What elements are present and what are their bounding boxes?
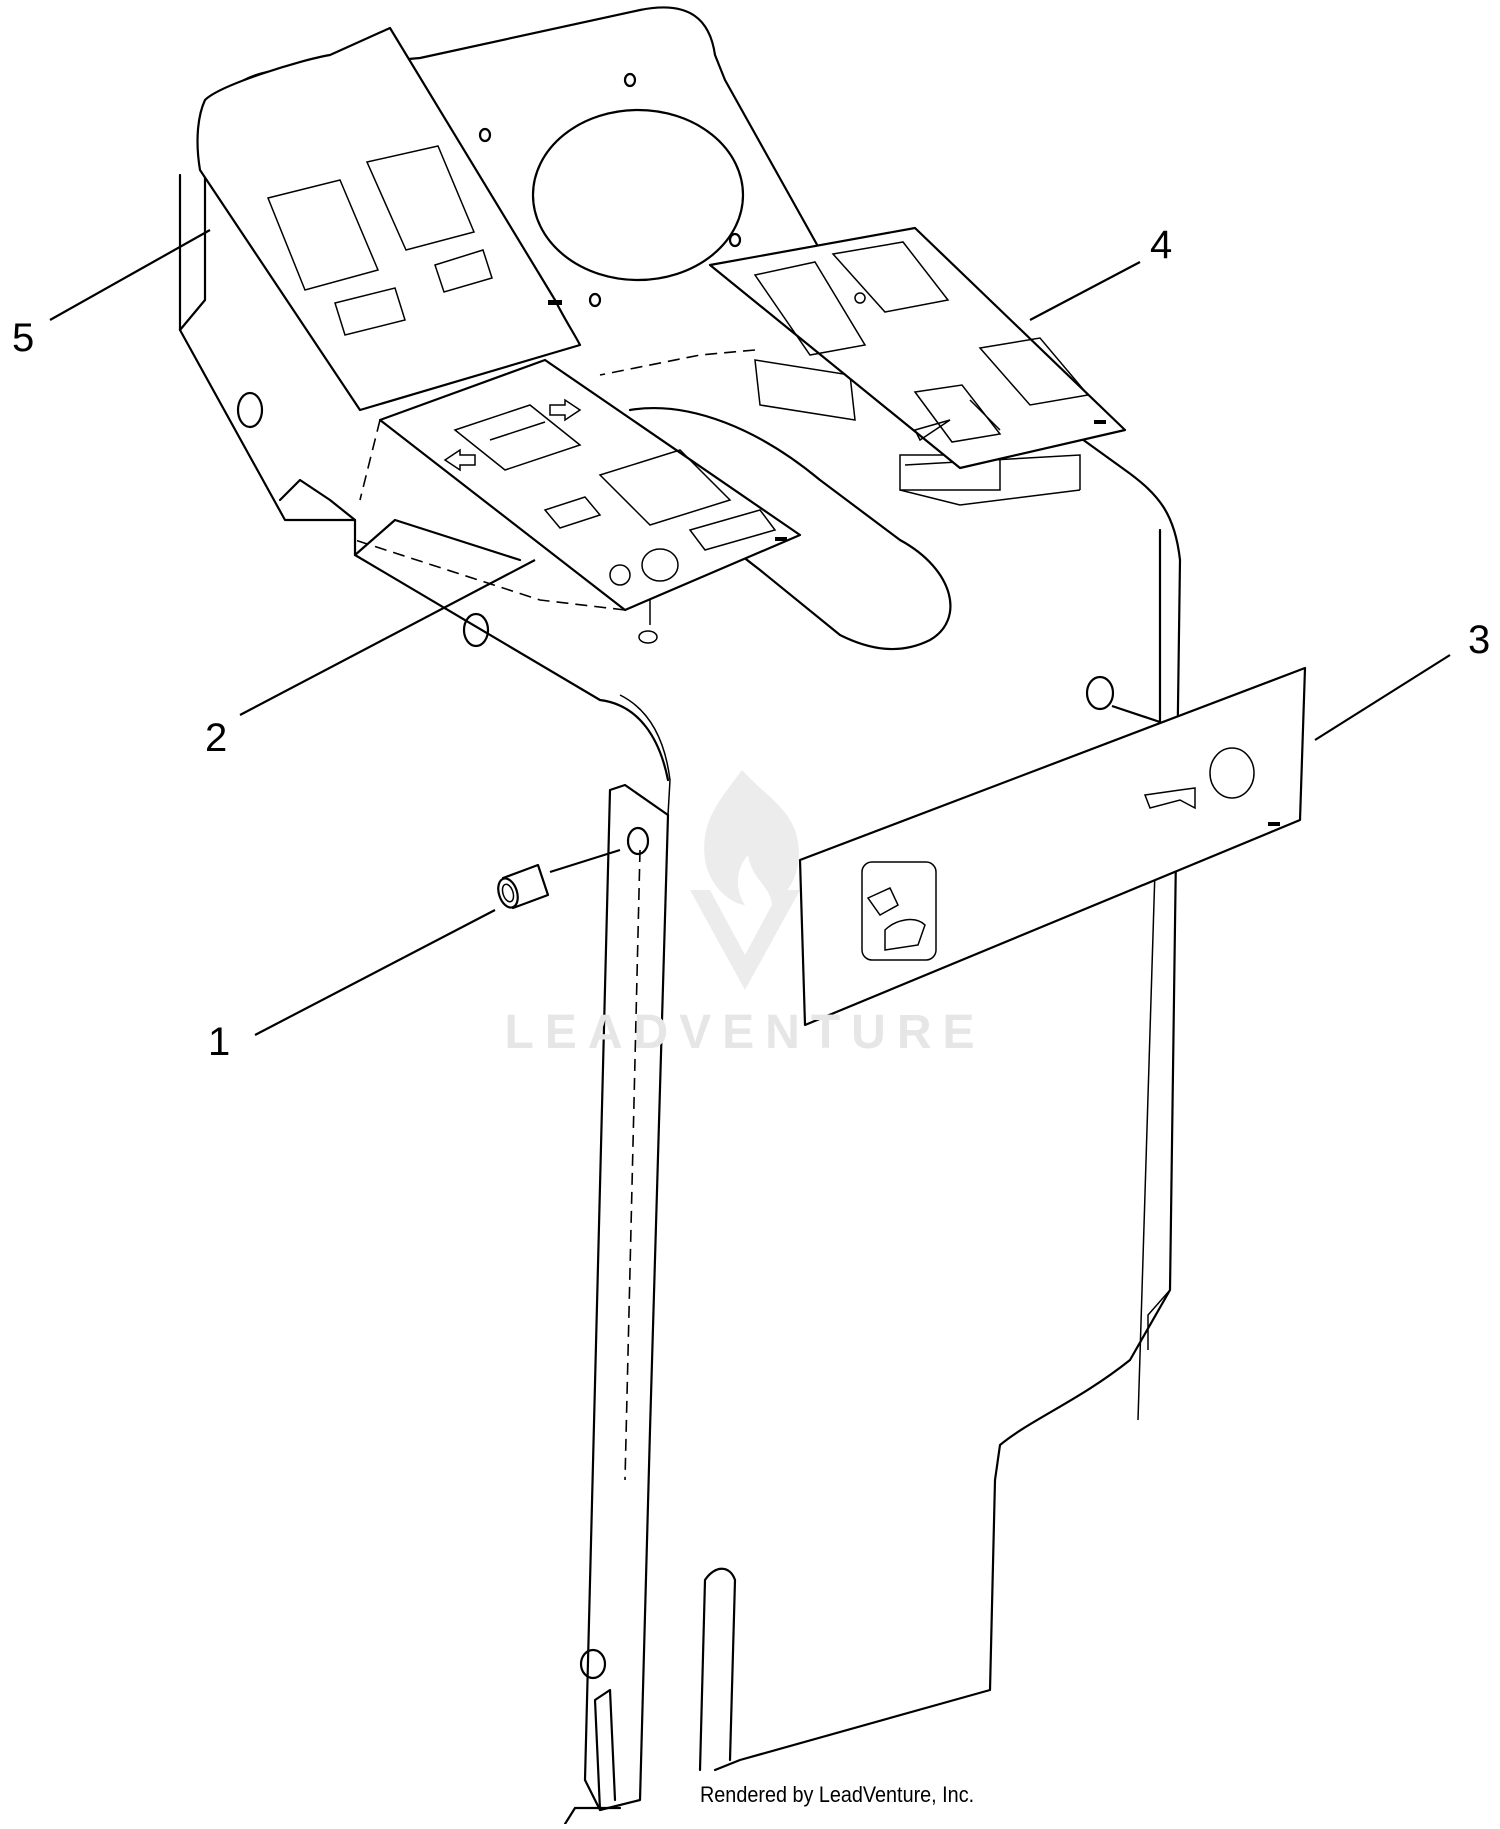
decal-5 (196, 26, 582, 412)
arrow-right-icon (549, 398, 582, 422)
callout-1[interactable]: 1 (208, 1020, 231, 1064)
callout-5[interactable]: 5 (12, 316, 35, 360)
decal-2 (354, 358, 802, 644)
horn-icon (1143, 787, 1196, 810)
hand-warning-icon (866, 887, 926, 951)
leader-lines (49, 229, 1451, 1036)
fire-logo-icon (690, 770, 800, 990)
bushing-part (497, 848, 621, 910)
decal-4 (599, 226, 1127, 470)
decal-3 (798, 666, 1307, 1027)
callout-2[interactable]: 2 (205, 716, 228, 760)
footer-credit: Rendered by LeadVenture, Inc. (700, 1782, 975, 1807)
console-panel (178, 6, 1182, 1826)
watermark: LEADVENTURE (504, 1006, 986, 1059)
callout-4[interactable]: 4 (1150, 223, 1173, 267)
callout-3[interactable]: 3 (1468, 618, 1491, 662)
arrow-left-icon (443, 448, 476, 472)
